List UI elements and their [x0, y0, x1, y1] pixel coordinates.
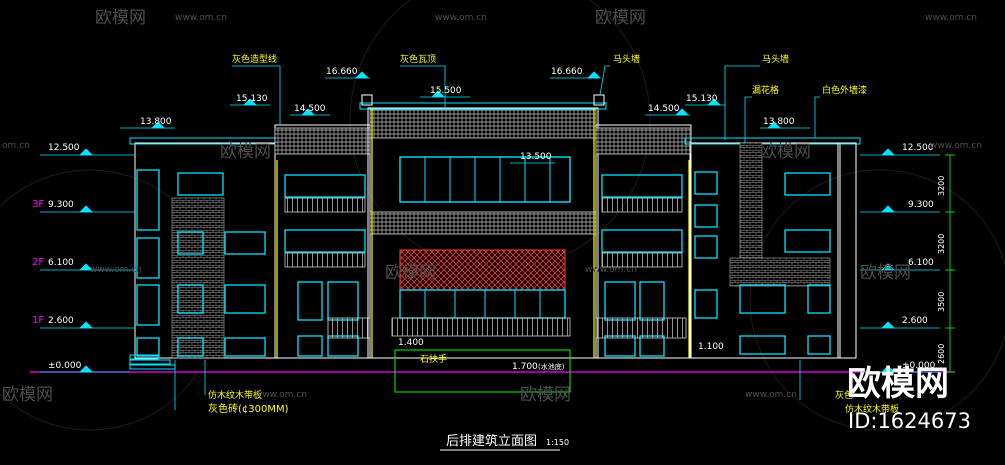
elev-right-12500: 12.500: [902, 143, 934, 153]
elev-left-0000: ±0.000: [48, 361, 82, 371]
elev-center-13500: 13.500: [520, 152, 552, 162]
watermark-brand-bottom-left: 欧模网: [2, 385, 53, 405]
right-wing: [684, 137, 861, 359]
elev-right-14500: 14.500: [648, 104, 680, 114]
label-gray-molding: 灰色造型线: [232, 53, 277, 65]
elev-left-13800: 13.800: [140, 117, 172, 127]
left-wing: [129, 137, 281, 370]
watermark-brand-right-mid: 欧模网: [860, 263, 911, 283]
watermark-url-top-left: www.om.cn: [175, 13, 227, 23]
label-white-exterior-paint: 白色外墙漆: [822, 84, 867, 96]
elev-left-6100: 6.100: [48, 258, 74, 268]
label-right-bottom-1: 灰色: [835, 389, 853, 401]
elev-right-13800: 13.800: [763, 117, 795, 127]
leader-lines: [174, 65, 820, 410]
drawing-scale: 1:150: [546, 438, 569, 447]
elev-right-0000: ±0.000: [902, 361, 936, 371]
watermark-url-mid-left2: www.om.cn: [90, 265, 142, 275]
drawing-title: 后排建筑立面图: [446, 433, 537, 449]
watermark-url-center: www.om.cn: [585, 265, 637, 275]
watermark-url-top-far-right: www.om.cn: [925, 13, 977, 23]
elev-base-1100: 1.100: [698, 342, 724, 352]
floor-1f: 1F: [32, 315, 44, 326]
watermark-big-brand: 欧模网: [847, 364, 949, 404]
label-gray-brick: 灰色砖(¢300MM): [208, 402, 289, 415]
label-horse-head-wall-1: 马头墙: [613, 53, 640, 65]
elev-base-1700: 1.700: [512, 362, 538, 372]
label-wood-plank: 仿木纹木带板: [208, 389, 262, 401]
elev-right-6100: 6.100: [908, 258, 934, 268]
elev-base-1700-note: (水池底): [538, 362, 565, 371]
watermark-url-top-right: www.om.cn: [435, 13, 487, 23]
watermark-brand-top-left: 欧模网: [95, 8, 146, 28]
left-elevation-markers: [40, 71, 555, 373]
dimension-chain: [945, 154, 955, 373]
watermark-brand-mid-right: 欧模网: [760, 142, 811, 162]
label-gray-tile-roof: 灰色瓦顶: [400, 53, 436, 65]
dim-2600: 2600: [937, 344, 946, 364]
dim-3200-b: 3200: [937, 234, 946, 254]
label-horse-head-wall-2: 马头墙: [762, 53, 789, 65]
center-block: [359, 102, 607, 393]
label-right-bottom-2: 仿木纹木带板: [845, 403, 899, 415]
watermark-url-mid-right: www.om.cn: [930, 141, 982, 151]
watermark-brand-top-center: 欧模网: [595, 8, 646, 28]
elev-right-9300: 9.300: [908, 200, 934, 210]
elev-left-14500: 14.500: [294, 104, 326, 114]
label-stone-handrail: 石扶手: [420, 353, 447, 365]
watermark-brand-mid-left: 欧模网: [220, 142, 271, 162]
elev-right-2600: 2.600: [902, 316, 928, 326]
roof-posts: [361, 94, 605, 106]
elev-center-15500: 15.500: [430, 86, 462, 96]
elev-left-12500: 12.500: [48, 143, 80, 153]
watermark-url-bottom-right: www.om.cn: [745, 390, 797, 400]
label-lattice-window: 漏花格: [752, 84, 779, 96]
watermark-brand-center: 欧模网: [385, 263, 436, 283]
elev-left-2600: 2.600: [48, 316, 74, 326]
elev-left-9300: 9.300: [48, 200, 74, 210]
right-inner-wing: [595, 124, 692, 359]
floor-2f: 2F: [32, 257, 44, 268]
dim-3200-a: 3200: [937, 176, 946, 196]
left-inner-wing: [274, 124, 371, 359]
elev-left-15130: 15.130: [236, 94, 268, 104]
watermark-id: ID:1624673: [848, 409, 971, 433]
elev-right-16660: 16.660: [551, 67, 583, 77]
watermark-url-bottom-left: www.om.cn: [255, 390, 307, 400]
watermark-brand-bottom-center: 欧模网: [520, 385, 571, 405]
elev-left-16660: 16.660: [326, 67, 358, 77]
floor-3f: 3F: [32, 199, 44, 210]
watermark-url-left: om.cn: [2, 141, 30, 151]
right-elevation-markers: [550, 71, 940, 373]
elev-right-15130: 15.130: [686, 94, 718, 104]
elev-base-1400: 1.400: [398, 338, 424, 348]
dim-3500: 3500: [937, 292, 946, 312]
